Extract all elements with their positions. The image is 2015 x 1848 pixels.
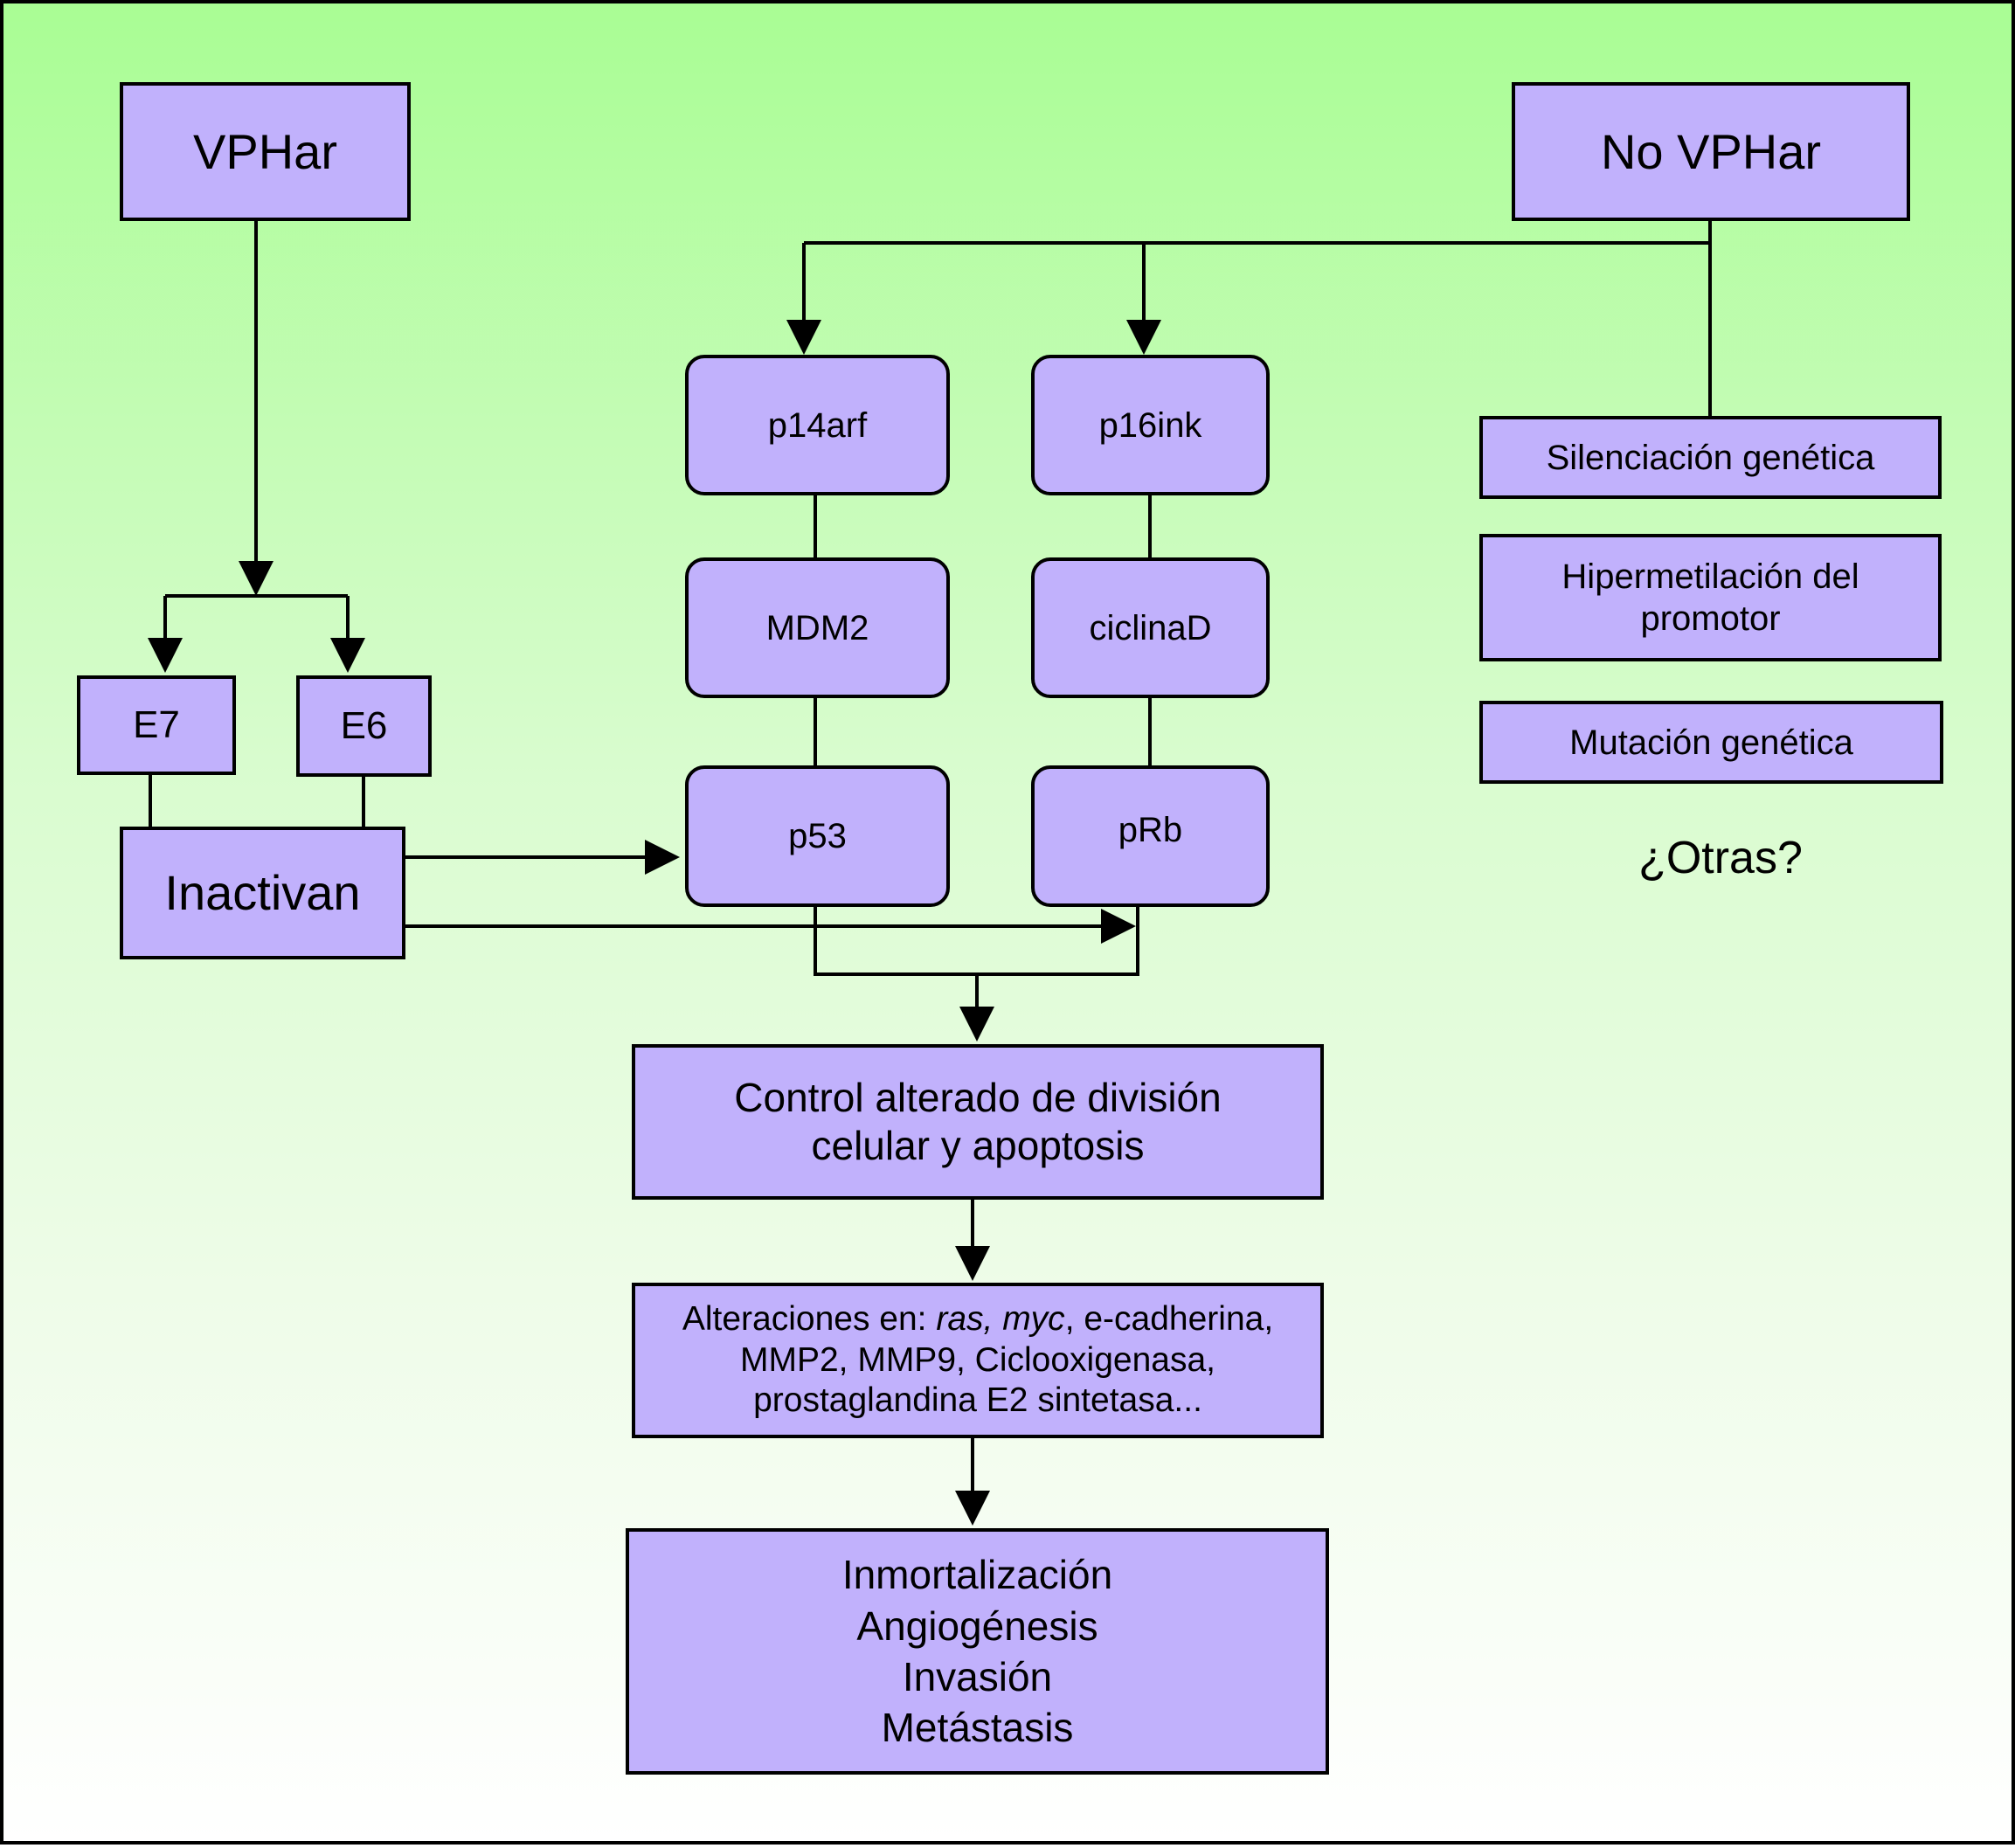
node-ciclinad: ciclinaD <box>1031 557 1270 698</box>
node-inactivan-label: Inactivan <box>164 865 361 921</box>
node-mdm2: MDM2 <box>685 557 950 698</box>
node-control-line-1: Control alterado de división <box>734 1074 1222 1120</box>
edge-p53-prb-merge <box>814 905 1139 976</box>
node-alteraciones-prefix: Alteraciones en: <box>682 1299 937 1338</box>
node-outcome-3: Invasión <box>902 1654 1053 1699</box>
node-hipermetilacion-line-1: Hipermetilación del <box>1561 557 1859 596</box>
node-outcome-4: Metástasis <box>881 1705 1074 1751</box>
node-p53-label: p53 <box>788 817 847 855</box>
node-prb: pRb <box>1031 765 1270 907</box>
node-e6: E6 <box>296 675 432 777</box>
node-e6-label: E6 <box>340 703 388 747</box>
node-no-vphar: No VPHar <box>1512 82 1910 221</box>
node-control: Control alterado de división celular y a… <box>632 1044 1324 1200</box>
node-hipermetilacion-line-2: promotor <box>1640 599 1781 638</box>
node-e7: E7 <box>77 675 236 775</box>
node-silenciacion: Silenciación genética <box>1479 416 1942 499</box>
node-prb-label: pRb <box>1118 811 1183 849</box>
node-mdm2-label: MDM2 <box>765 608 869 647</box>
node-alteraciones-line-1: Alteraciones en: ras, myc, e-cadherina, <box>682 1299 1273 1340</box>
node-outcomes: Inmortalización Angiogénesis Invasión Me… <box>626 1528 1329 1775</box>
node-otras: ¿Otras? <box>1589 832 1852 884</box>
node-inactivan: Inactivan <box>120 827 405 959</box>
node-p16ink-label: p16ink <box>1098 405 1202 445</box>
node-p16ink: p16ink <box>1031 355 1270 495</box>
node-no-vphar-label: No VPHar <box>1600 123 1822 179</box>
node-otras-label: ¿Otras? <box>1638 833 1803 883</box>
node-alteraciones-line-3: prostaglandina E2 sintetasa... <box>753 1381 1202 1420</box>
node-silenciacion-label: Silenciación genética <box>1546 438 1875 477</box>
node-outcome-1: Inmortalización <box>841 1552 1113 1598</box>
node-mutacion-label: Mutación genética <box>1569 723 1853 762</box>
node-alteraciones: Alteraciones en: ras, myc, e-cadherina, … <box>632 1283 1324 1438</box>
node-hipermetilacion: Hipermetilación del promotor <box>1479 534 1942 661</box>
node-p53: p53 <box>685 765 950 907</box>
node-alteraciones-line-2: MMP2, MMP9, Ciclooxigenasa, <box>739 1340 1216 1379</box>
node-p14arf-label: p14arf <box>767 405 868 445</box>
connectors <box>148 219 1712 1526</box>
node-e7-label: E7 <box>133 703 180 746</box>
node-alteraciones-suffix: , e-cadherina, <box>1064 1299 1274 1338</box>
node-vphar-label: VPHar <box>193 123 337 179</box>
node-ciclinad-label: ciclinaD <box>1089 608 1212 647</box>
node-p14arf: p14arf <box>685 355 950 495</box>
node-vphar: VPHar <box>120 82 411 221</box>
node-alteraciones-italic: ras, myc <box>936 1299 1065 1338</box>
node-outcome-2: Angiogénesis <box>856 1602 1098 1649</box>
node-mutacion: Mutación genética <box>1479 701 1943 784</box>
node-control-line-2: celular y apoptosis <box>811 1123 1145 1168</box>
